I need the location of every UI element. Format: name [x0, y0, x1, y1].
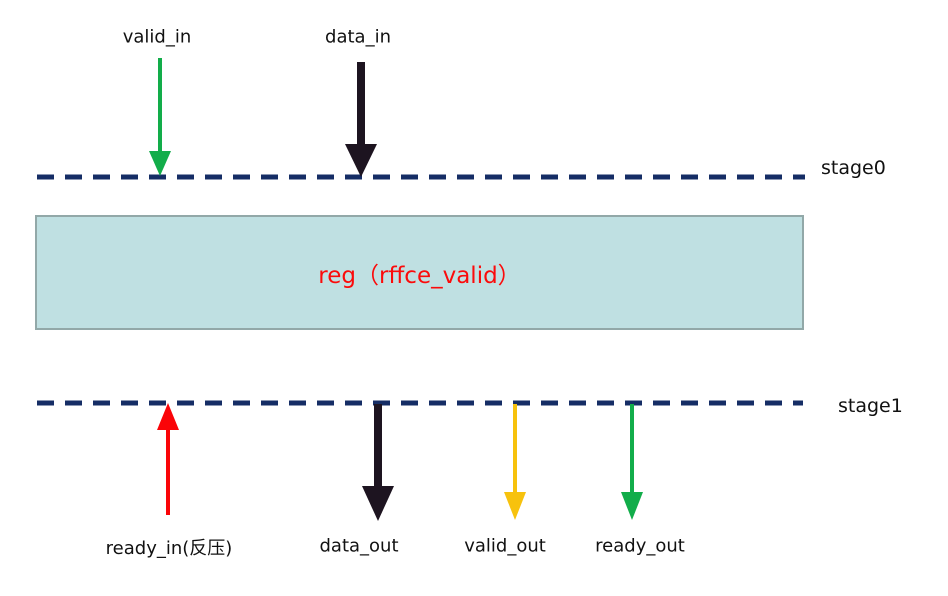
register-box-label: reg（rffce_valid）	[318, 262, 521, 289]
data-in-label: data_in	[325, 26, 391, 48]
arrow-head	[345, 144, 377, 177]
register-box: reg（rffce_valid）	[35, 215, 804, 330]
valid-in-arrow	[149, 58, 171, 176]
ready-out-label: ready_out	[595, 535, 685, 557]
arrow-head	[621, 492, 643, 520]
arrow-head	[504, 492, 526, 520]
stage0-label: stage0	[821, 157, 886, 179]
data-in-arrow	[345, 62, 377, 177]
arrow-head	[149, 151, 171, 176]
data-out-arrow	[362, 404, 394, 521]
ready-out-arrow	[621, 404, 643, 520]
valid-in-label: valid_in	[122, 26, 192, 48]
arrow-head	[362, 486, 394, 521]
stage1-label: stage1	[838, 395, 903, 417]
arrow-head	[157, 403, 179, 430]
valid-out-arrow	[504, 404, 526, 520]
ready-in-label: ready_in(反压)	[105, 538, 233, 559]
ready-in-arrow	[157, 403, 179, 515]
data-out-label: data_out	[319, 535, 399, 557]
valid-out-label: valid_out	[464, 535, 546, 557]
